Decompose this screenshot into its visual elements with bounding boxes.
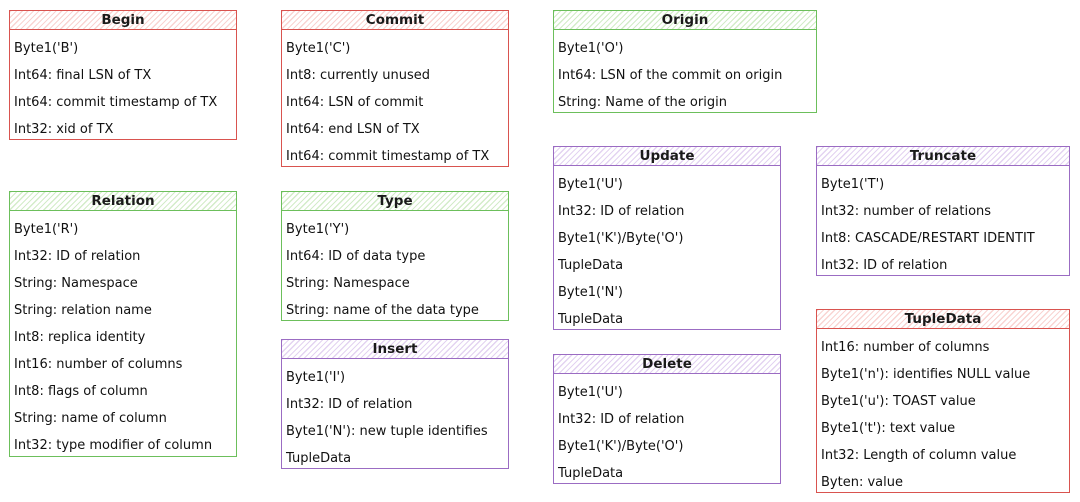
field-row: Int64: ID of data type bbox=[286, 249, 426, 264]
tupledata-box: TupleData Int16: number of columns Byte1… bbox=[816, 309, 1070, 493]
field-row: Int32: xid of TX bbox=[14, 122, 114, 137]
field-row: Byte1('B') bbox=[14, 41, 79, 56]
field-row: Byte1('O') bbox=[558, 41, 624, 56]
insert-title: Insert bbox=[282, 340, 508, 359]
field-row: Byte1('T') bbox=[821, 177, 885, 192]
field-row: TupleData bbox=[558, 258, 624, 273]
field-row: Byte1('n'): identifies NULL value bbox=[821, 367, 1031, 382]
field-row: String: Name of the origin bbox=[558, 95, 727, 110]
field-row: Int8: currently unused bbox=[286, 68, 431, 83]
relation-box: Relation Byte1('R') Int32: ID of relatio… bbox=[9, 191, 237, 457]
field-row: Byte1('C') bbox=[286, 41, 351, 56]
field-row: Byte1('U') bbox=[558, 385, 623, 400]
truncate-fields: Byte1('T') Int32: number of relations In… bbox=[817, 166, 1069, 279]
field-row: Int32: ID of relation bbox=[821, 258, 948, 273]
field-row: TupleData bbox=[558, 466, 624, 481]
commit-title: Commit bbox=[282, 11, 508, 30]
field-row: String: name of the data type bbox=[286, 303, 479, 318]
field-row: Int8: flags of column bbox=[14, 384, 148, 399]
commit-fields: Byte1('C') Int8: currently unused Int64:… bbox=[282, 30, 508, 170]
origin-title: Origin bbox=[554, 11, 816, 30]
origin-box: Origin Byte1('O') Int64: LSN of the comm… bbox=[553, 10, 817, 113]
field-row: Int8: replica identity bbox=[14, 330, 146, 345]
insert-box: Insert Byte1('I') Int32: ID of relation … bbox=[281, 339, 509, 469]
begin-box: Begin Byte1('B') Int64: final LSN of TX … bbox=[9, 10, 237, 140]
type-title: Type bbox=[282, 192, 508, 211]
field-row: Int32: ID of relation bbox=[14, 249, 141, 264]
field-row: Byte1('Y') bbox=[286, 222, 350, 237]
field-row: Int64: end LSN of TX bbox=[286, 122, 420, 137]
truncate-title: Truncate bbox=[817, 147, 1069, 166]
commit-box: Commit Byte1('C') Int8: currently unused… bbox=[281, 10, 509, 167]
update-fields: Byte1('U') Int32: ID of relation Byte1('… bbox=[554, 166, 780, 333]
insert-fields: Byte1('I') Int32: ID of relation Byte1('… bbox=[282, 359, 508, 472]
field-row: TupleData bbox=[558, 312, 624, 327]
delete-fields: Byte1('U') Int32: ID of relation Byte1('… bbox=[554, 374, 780, 487]
field-row: Byte1('I') bbox=[286, 370, 346, 385]
type-fields: Byte1('Y') Int64: ID of data type String… bbox=[282, 211, 508, 324]
delete-title: Delete bbox=[554, 355, 780, 374]
field-row: String: Namespace bbox=[14, 276, 138, 291]
field-row: Byte1('U') bbox=[558, 177, 623, 192]
field-row: String: relation name bbox=[14, 303, 152, 318]
begin-title: Begin bbox=[10, 11, 236, 30]
begin-fields: Byte1('B') Int64: final LSN of TX Int64:… bbox=[10, 30, 236, 143]
field-row: Int64: commit timestamp of TX bbox=[14, 95, 218, 110]
field-row: Int64: LSN of the commit on origin bbox=[558, 68, 783, 83]
field-row: Byte1('N') bbox=[558, 285, 623, 300]
field-row: Byte1('K')/Byte('O') bbox=[558, 231, 684, 246]
field-row: Byten: value bbox=[821, 475, 903, 490]
field-row: Int32: ID of relation bbox=[286, 397, 413, 412]
field-row: Byte1('t'): text value bbox=[821, 421, 956, 436]
field-row: Int32: ID of relation bbox=[558, 412, 685, 427]
tupledata-fields: Int16: number of columns Byte1('n'): ide… bbox=[817, 329, 1069, 496]
field-row: Byte1('R') bbox=[14, 222, 79, 237]
field-row: Int64: final LSN of TX bbox=[14, 68, 152, 83]
field-row: Int32: ID of relation bbox=[558, 204, 685, 219]
field-row: Byte1('N'): new tuple identifies bbox=[286, 424, 488, 439]
field-row: Int32: type modifier of column bbox=[14, 438, 213, 453]
field-row: Int16: number of columns bbox=[821, 340, 990, 355]
update-title: Update bbox=[554, 147, 780, 166]
field-row: String: name of column bbox=[14, 411, 167, 426]
field-row: TupleData bbox=[286, 451, 352, 466]
type-box: Type Byte1('Y') Int64: ID of data type S… bbox=[281, 191, 509, 321]
relation-title: Relation bbox=[10, 192, 236, 211]
field-row: String: Namespace bbox=[286, 276, 410, 291]
truncate-box: Truncate Byte1('T') Int32: number of rel… bbox=[816, 146, 1070, 276]
field-row: Int16: number of columns bbox=[14, 357, 183, 372]
delete-box: Delete Byte1('U') Int32: ID of relation … bbox=[553, 354, 781, 484]
update-box: Update Byte1('U') Int32: ID of relation … bbox=[553, 146, 781, 330]
field-row: Int64: commit timestamp of TX bbox=[286, 149, 490, 164]
field-row: Int32: number of relations bbox=[821, 204, 992, 219]
field-row: Int8: CASCADE/RESTART IDENTIT bbox=[821, 231, 1035, 246]
origin-fields: Byte1('O') Int64: LSN of the commit on o… bbox=[554, 30, 816, 116]
field-row: Int64: LSN of commit bbox=[286, 95, 424, 110]
relation-fields: Byte1('R') Int32: ID of relation String:… bbox=[10, 211, 236, 459]
tupledata-title: TupleData bbox=[817, 310, 1069, 329]
field-row: Int32: Length of column value bbox=[821, 448, 1017, 463]
field-row: Byte1('K')/Byte('O') bbox=[558, 439, 684, 454]
field-row: Byte1('u'): TOAST value bbox=[821, 394, 976, 409]
